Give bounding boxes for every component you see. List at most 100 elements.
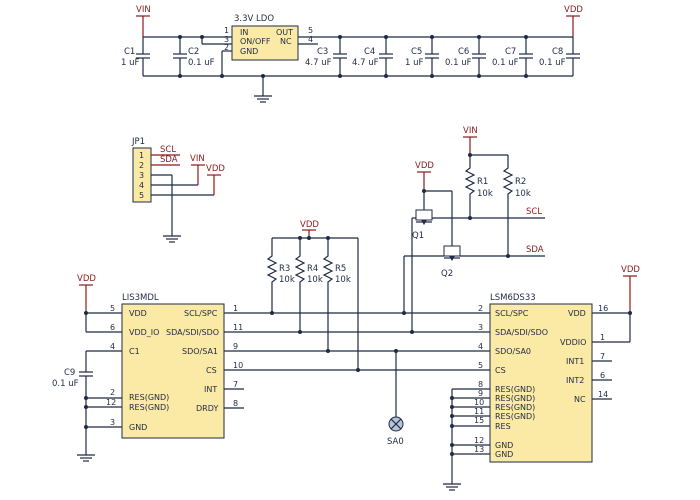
q1-label: Q1: [412, 231, 424, 241]
svg-text:SDO/SA1: SDO/SA1: [182, 347, 218, 356]
svg-text:3: 3: [224, 35, 229, 44]
svg-text:1: 1: [139, 151, 144, 160]
svg-text:4: 4: [110, 342, 115, 351]
svg-text:11: 11: [233, 323, 243, 332]
svg-text:VDDIO: VDDIO: [560, 338, 586, 347]
r3-name: R3: [279, 264, 290, 274]
vin-label-shifter: VIN: [463, 126, 478, 136]
svg-text:INT1: INT1: [566, 357, 584, 366]
svg-text:13: 13: [474, 445, 484, 454]
jumper-jp1: JP1 1 2 3 4 5 SCL SDA VIN VDD: [131, 137, 225, 243]
svg-text:7: 7: [600, 352, 605, 361]
svg-text:DRDY: DRDY: [196, 404, 218, 413]
sa0-label: SA0: [387, 437, 404, 447]
net-scl: SCL: [526, 207, 542, 217]
svg-text:8: 8: [233, 399, 238, 408]
lis3mdl-name: LIS3MDL: [122, 293, 159, 303]
power-section: VIN VDD: [136, 5, 583, 103]
c9-value: 0.1 uF: [52, 379, 79, 389]
svg-text:4: 4: [308, 35, 313, 44]
svg-text:9: 9: [233, 342, 238, 351]
svg-text:GND: GND: [495, 441, 513, 450]
svg-text:RES(GND): RES(GND): [495, 403, 535, 412]
svg-text:2: 2: [224, 43, 229, 52]
svg-text:ON/OFF: ON/OFF: [240, 37, 271, 46]
svg-text:VDD_IO: VDD_IO: [129, 328, 159, 337]
svg-text:1: 1: [600, 333, 605, 342]
c7-value: 0.1 uF: [492, 58, 519, 68]
jp1-vdd: VDD: [206, 164, 225, 174]
svg-text:3: 3: [478, 323, 483, 332]
c8-value: 0.1 uF: [539, 58, 566, 68]
c1-value: 1 uF: [121, 58, 139, 68]
svg-text:3: 3: [110, 418, 115, 427]
r4-name: R4: [307, 264, 318, 274]
ldo-regulator: [231, 25, 299, 61]
r2-value: 10k: [515, 189, 531, 199]
net-sda: SDA: [526, 245, 544, 255]
r1-name: R1: [477, 177, 488, 187]
c5-value: 1 uF: [405, 58, 423, 68]
svg-text:RES(GND): RES(GND): [495, 394, 535, 403]
svg-text:SCL/SPC: SCL/SPC: [495, 309, 529, 318]
c3-name: C3: [317, 47, 328, 57]
c6-value: 0.1 uF: [445, 58, 472, 68]
svg-text:2: 2: [478, 304, 483, 313]
svg-text:14: 14: [598, 390, 608, 399]
svg-text:RES(GND): RES(GND): [129, 403, 169, 412]
lsm6ds33-name: LSM6DS33: [490, 293, 536, 303]
svg-text:INT: INT: [204, 385, 217, 394]
svg-text:GND: GND: [495, 450, 513, 459]
svg-text:C1: C1: [129, 347, 140, 356]
svg-text:SDO/SA0: SDO/SA0: [495, 347, 531, 356]
r1-value: 10k: [477, 189, 493, 199]
svg-text:8: 8: [478, 380, 483, 389]
c5-name: C5: [411, 47, 422, 57]
svg-text:5: 5: [139, 191, 144, 200]
vdd-label-shifter: VDD: [415, 161, 434, 171]
svg-text:12: 12: [106, 398, 116, 407]
svg-text:SDA/SDI/SDO: SDA/SDI/SDO: [495, 328, 548, 337]
c8-name: C8: [552, 47, 563, 57]
svg-text:2: 2: [110, 388, 115, 397]
vdd-label-top: VDD: [564, 5, 583, 15]
svg-text:RES(GND): RES(GND): [495, 385, 535, 394]
svg-text:11: 11: [474, 407, 484, 416]
jp1-sda: SDA: [160, 155, 178, 165]
vdd-label-lis: VDD: [77, 274, 96, 284]
svg-text:RES(GND): RES(GND): [495, 412, 535, 421]
svg-text:5: 5: [308, 26, 313, 35]
ldo-title: 3.3V LDO: [234, 14, 274, 24]
svg-text:4: 4: [139, 181, 144, 190]
r2-name: R2: [515, 177, 526, 187]
r5-value: 10k: [335, 275, 351, 285]
bus-lines: SA0: [224, 311, 490, 447]
c4-name: C4: [364, 47, 375, 57]
c6-name: C6: [458, 47, 469, 57]
svg-text:NC: NC: [280, 37, 292, 46]
lis3mdl-chip: LIS3MDL VDD VDD_IO C1 RES(GND) RES(GND) …: [52, 274, 244, 462]
svg-text:10: 10: [474, 398, 484, 407]
pullups: VDD R3 10k R4 10k R5 10k: [266, 220, 359, 370]
svg-text:GND: GND: [129, 423, 147, 432]
svg-text:INT2: INT2: [566, 376, 584, 385]
c9-name: C9: [64, 368, 75, 378]
svg-text:1: 1: [233, 304, 238, 313]
c4-value: 4.7 uF: [352, 58, 379, 68]
svg-text:16: 16: [598, 304, 608, 313]
svg-text:4: 4: [478, 342, 483, 351]
svg-text:GND: GND: [240, 47, 258, 56]
c2-value: 0.1 uF: [188, 58, 215, 68]
svg-text:15: 15: [474, 416, 484, 425]
c7-name: C7: [505, 47, 516, 57]
svg-text:6: 6: [600, 371, 605, 380]
svg-text:NC: NC: [574, 395, 586, 404]
svg-text:6: 6: [110, 323, 115, 332]
level-shifter: VDD Q1 Q2 VIN R1 10k R2 10k SCL: [403, 126, 545, 332]
svg-text:7: 7: [233, 380, 238, 389]
lsm6ds33-chip: LSM6DS33 SCL/SPC SDA/SDI/SDO SDO/SA0 CS …: [443, 265, 640, 491]
svg-text:RES(GND): RES(GND): [129, 393, 169, 402]
c3-value: 4.7 uF: [305, 58, 332, 68]
jp1-scl: SCL: [160, 145, 176, 155]
